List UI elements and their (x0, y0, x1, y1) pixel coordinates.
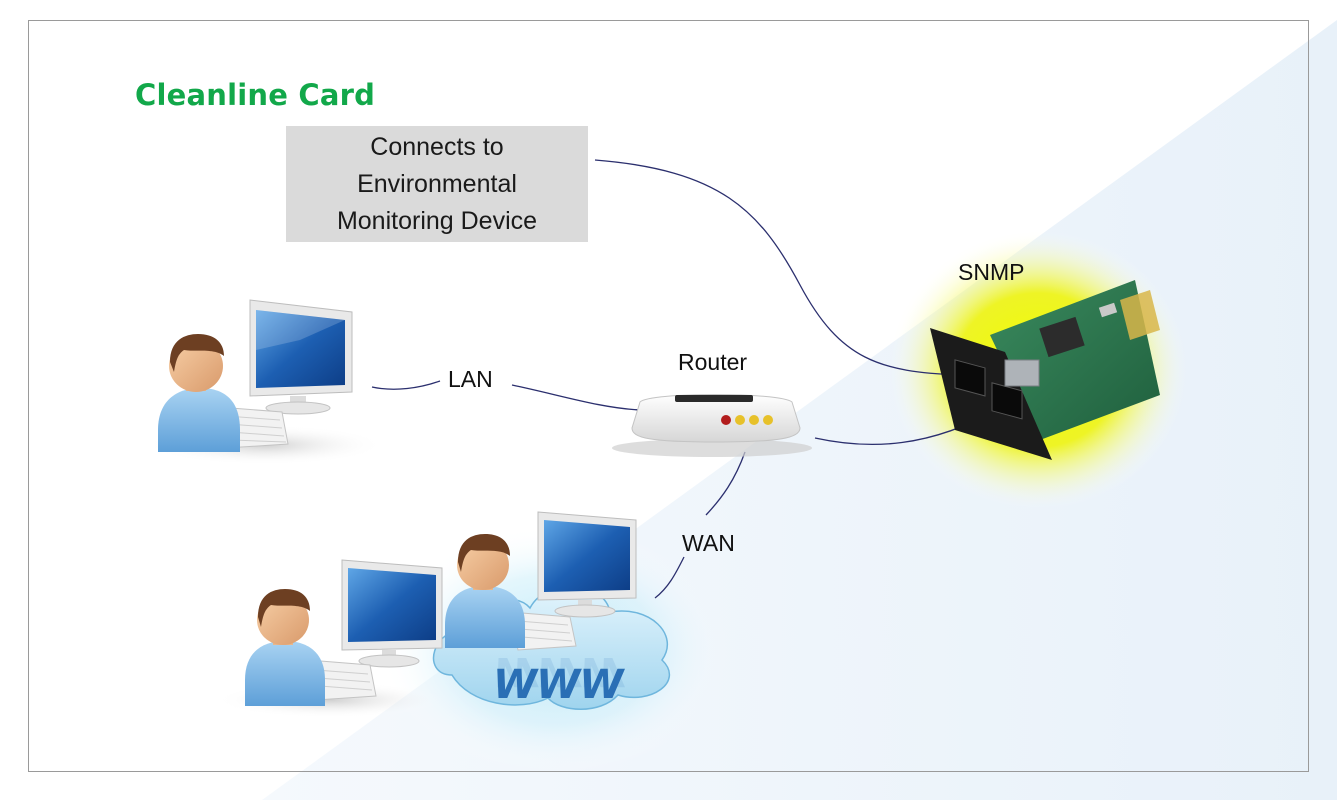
monitor-icon (249, 299, 353, 415)
wan-label: WAN (682, 530, 735, 556)
www-reflection: WWW (493, 648, 623, 694)
lan-label: LAN (448, 366, 493, 392)
lan-user-workstation (145, 299, 385, 465)
environmental-callout-box: Connects to Environmental Monitoring Dev… (286, 126, 588, 242)
cable-lan-right (511, 384, 641, 411)
www-label: WWW (493, 662, 623, 708)
router-icon (612, 394, 812, 457)
cable-wan-bottom (654, 556, 685, 599)
user-icon (158, 334, 240, 452)
user-icon (245, 589, 325, 706)
wan-user-workstation-2 (215, 559, 445, 718)
cable-environmental (594, 159, 961, 376)
cable-wan-top (705, 451, 746, 516)
router-label: Router (678, 349, 748, 375)
user-icon (445, 534, 525, 648)
snmp-card-icon (930, 280, 1160, 460)
diagram-title: Cleanline Card (135, 78, 376, 112)
cable-lan-left (371, 380, 441, 390)
environmental-callout-text: Connects to Environmental Monitoring Dev… (336, 132, 538, 235)
monitor-icon (537, 511, 637, 618)
snmp-label: SNMP (958, 259, 1025, 285)
monitor-icon (341, 559, 443, 668)
wan-user-workstation-1 (445, 511, 637, 651)
diagram-frame (28, 20, 1309, 772)
